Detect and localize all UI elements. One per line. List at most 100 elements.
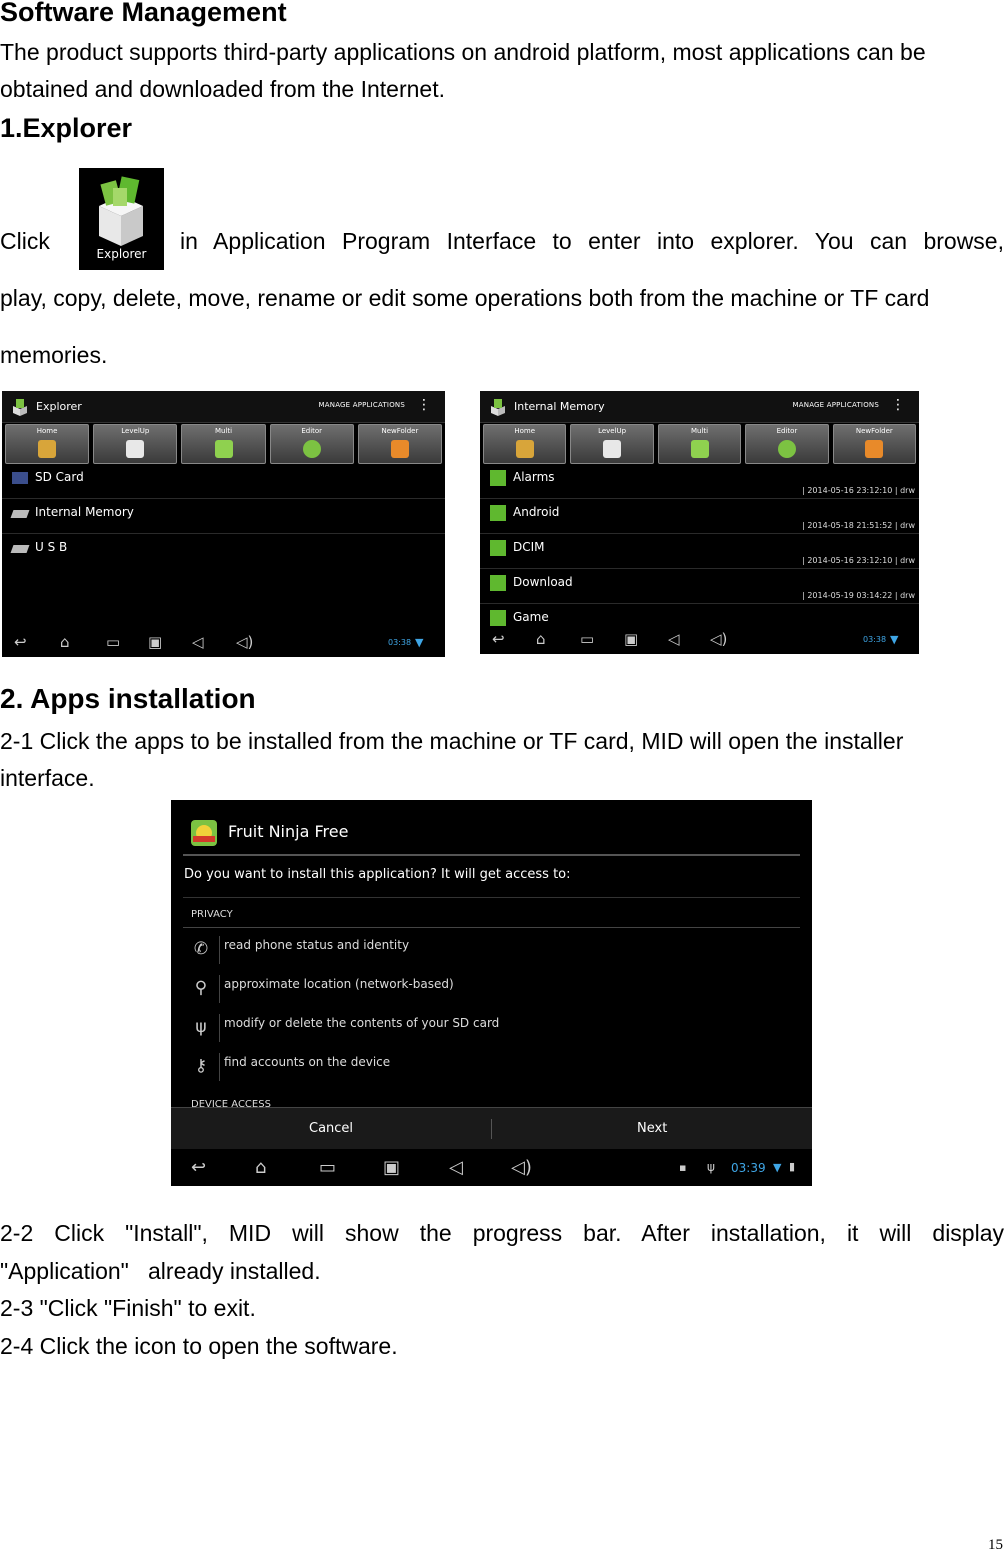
home-icon[interactable]: ⌂ <box>60 633 70 651</box>
folder-icon <box>490 470 506 486</box>
folder-date: | 2014-05-18 21:51:52 | drw <box>802 521 915 530</box>
step-2-1-line-2: interface. <box>0 765 95 791</box>
back-icon[interactable]: ↩ <box>492 630 505 648</box>
toolbar-home-button[interactable]: Home <box>5 424 90 464</box>
step-2-1-line-1: 2-1 Click the apps to be installed from … <box>0 728 904 754</box>
key-icon: ⚷ <box>194 1056 208 1076</box>
recent-apps-icon[interactable]: ▭ <box>319 1157 337 1178</box>
explorer-icon-label: Explorer <box>96 247 147 261</box>
toolbar-home-button[interactable]: Home <box>483 424 567 464</box>
folder-icon <box>490 575 506 591</box>
new-folder-icon <box>865 440 884 458</box>
menu-dots-icon[interactable]: ⋮ <box>891 397 905 413</box>
permission-item: ⚷ find accounts on the device <box>183 1048 800 1086</box>
step-2-2-line-2: "Application" already installed. <box>0 1258 321 1284</box>
toolbar-label: Editor <box>776 427 798 435</box>
recent-apps-icon[interactable]: ▭ <box>580 630 595 648</box>
step-2-4: 2-4 Click the icon to open the software. <box>0 1333 398 1359</box>
internal-memory-screenshot: Internal Memory MANAGE APPLICATIONS ⋮ Ho… <box>480 391 919 654</box>
manage-applications-button[interactable]: MANAGE APPLICATIONS <box>792 401 879 409</box>
toolbar-levelup-button[interactable]: LevelUp <box>570 424 654 464</box>
folder-row[interactable]: Alarms | 2014-05-16 23:12:10 | drw <box>480 464 919 499</box>
volume-down-icon[interactable]: ◁ <box>192 633 204 651</box>
system-nav-bar: ↩ ⌂ ▭ ▣ ◁ ◁) 03:38 ▼ <box>480 626 919 654</box>
screen-title: Explorer <box>36 400 82 413</box>
section-1-line-2: play, copy, delete, move, rename or edit… <box>0 285 930 311</box>
screenshot-icon[interactable]: ▣ <box>148 633 163 651</box>
folder-date: | 2014-05-19 03:14:22 | drw <box>802 591 915 600</box>
list-item-label: U S B <box>35 540 68 554</box>
toolbar-label: LevelUp <box>598 427 627 435</box>
volume-up-icon[interactable]: ◁) <box>511 1157 532 1178</box>
home-icon[interactable]: ⌂ <box>536 630 546 648</box>
intro-line-2: obtained and downloaded from the Interne… <box>0 76 445 102</box>
toolbar-label: Editor <box>301 427 323 435</box>
folder-row[interactable]: Download | 2014-05-19 03:14:22 | drw <box>480 569 919 604</box>
volume-up-icon[interactable]: ◁) <box>710 630 728 648</box>
toolbar-levelup-button[interactable]: LevelUp <box>93 424 178 464</box>
volume-down-icon[interactable]: ◁ <box>668 630 680 648</box>
installer-screenshot: Fruit Ninja Free Do you want to install … <box>171 800 812 1186</box>
volume-up-icon[interactable]: ◁) <box>236 633 254 651</box>
toolbar-label: Multi <box>214 427 233 435</box>
button-separator <box>491 1119 492 1139</box>
page-number: 15 <box>988 1537 1003 1553</box>
folder-name: Android <box>513 505 560 519</box>
explorer-small-icon <box>491 399 505 416</box>
toolbar-label: Home <box>514 427 536 435</box>
list-item[interactable]: SD Card <box>2 464 445 499</box>
toolbar-label: Home <box>36 427 58 435</box>
volume-down-icon[interactable]: ◁ <box>449 1157 463 1178</box>
permission-item: ✆ read phone status and identity <box>183 931 800 969</box>
folder-row[interactable]: Android | 2014-05-18 21:51:52 | drw <box>480 499 919 534</box>
folder-row[interactable]: Game <box>480 604 919 639</box>
cancel-button[interactable]: Cancel <box>309 1121 354 1136</box>
toolbar-multi-button[interactable]: Multi <box>657 424 742 464</box>
explorer-screenshot: Explorer MANAGE APPLICATIONS ⋮ Home Leve… <box>2 391 445 657</box>
folder-date: | 2014-05-16 23:12:10 | drw <box>802 486 915 495</box>
screen-title: Internal Memory <box>514 400 605 413</box>
toolbar-multi-button[interactable]: Multi <box>181 424 266 464</box>
manage-applications-button[interactable]: MANAGE APPLICATIONS <box>318 401 405 409</box>
toolbar-newfolder-button[interactable]: NewFolder <box>357 424 443 464</box>
permission-item: ⚲ approximate location (network-based) <box>183 970 800 1008</box>
folder-name: Game <box>513 610 549 624</box>
back-icon[interactable]: ↩ <box>14 633 27 651</box>
toolbar-label: NewFolder <box>381 427 419 435</box>
menu-dots-icon[interactable]: ⋮ <box>417 397 431 413</box>
drive-icon <box>10 510 30 518</box>
toolbar-newfolder-button[interactable]: NewFolder <box>832 424 917 464</box>
step-2-2-line-1: 2-2 Click "Install", MID will show the p… <box>0 1220 1004 1246</box>
toolbar: Home LevelUp Multi Editor NewFolder <box>480 424 919 464</box>
levelup-icon <box>126 440 145 458</box>
folder-row[interactable]: DCIM | 2014-05-16 23:12:10 | drw <box>480 534 919 569</box>
next-button[interactable]: Next <box>637 1121 668 1136</box>
home-folder-icon <box>515 440 534 458</box>
folder-icon <box>490 610 506 626</box>
list-item[interactable]: U S B <box>2 534 445 569</box>
home-icon[interactable]: ⌂ <box>255 1157 267 1178</box>
permission-text: approximate location (network-based) <box>224 977 454 991</box>
toolbar-label: LevelUp <box>121 427 150 435</box>
installer-button-bar: Cancel Next <box>171 1107 812 1149</box>
separator <box>219 1014 220 1042</box>
gallery-notification-icon: ▪ <box>679 1161 687 1174</box>
toolbar-editor-button[interactable]: Editor <box>269 424 354 464</box>
toolbar: Home LevelUp Multi Editor NewFolder <box>2 424 445 464</box>
screenshot-icon[interactable]: ▣ <box>383 1157 401 1178</box>
section-2-heading: 2. Apps installation <box>0 683 256 714</box>
list-item[interactable]: Internal Memory <box>2 499 445 534</box>
back-icon[interactable]: ↩ <box>191 1157 207 1178</box>
intro-line-1: The product supports third-party applica… <box>0 39 926 65</box>
phone-icon: ✆ <box>193 939 209 959</box>
explorer-box-icon <box>99 176 143 246</box>
separator <box>219 1053 220 1081</box>
screenshot-icon[interactable]: ▣ <box>624 630 639 648</box>
permission-text: read phone status and identity <box>224 938 410 952</box>
page-title: Software Management <box>0 0 287 27</box>
privacy-section-label: PRIVACY <box>191 909 233 920</box>
editor-icon <box>302 440 321 458</box>
toolbar-editor-button[interactable]: Editor <box>745 424 829 464</box>
click-word: Click <box>0 228 50 254</box>
recent-apps-icon[interactable]: ▭ <box>106 633 121 651</box>
